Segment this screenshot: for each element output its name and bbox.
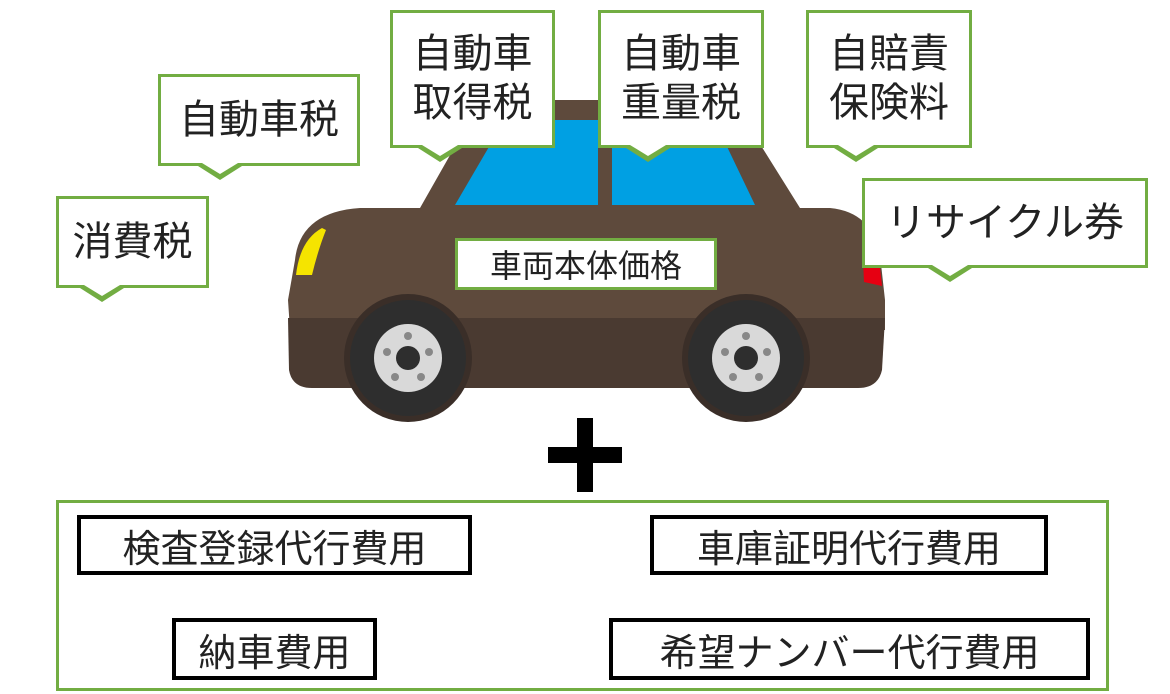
rear-wheel: [344, 294, 472, 422]
callout-tail: [630, 145, 666, 156]
callout-tail: [84, 285, 120, 296]
callout-tail: [838, 145, 874, 156]
front-wheel: [682, 294, 810, 422]
callout-weight-tax: 自動車 重量税: [598, 10, 764, 148]
car-rear-window: [455, 120, 598, 205]
callout-automobile-tax: 自動車税: [158, 74, 360, 166]
fee-desired-number: 希望ナンバー代行費用: [609, 618, 1090, 680]
callout-insurance: 自賠責 保険料: [806, 10, 972, 148]
callout-tail: [202, 163, 238, 174]
headlight: [296, 228, 326, 275]
callout-tail: [422, 145, 458, 156]
plus-icon: [548, 418, 622, 492]
vehicle-price-label: 車両本体価格: [455, 238, 717, 290]
callout-consumption-tax: 消費税: [56, 196, 209, 288]
callout-recycling: リサイクル券: [862, 178, 1148, 268]
fee-delivery: 納車費用: [172, 618, 377, 680]
plus-icon-bar-vertical: [577, 418, 593, 492]
callout-acquisition-tax: 自動車 取得税: [390, 10, 555, 148]
callout-tail: [932, 265, 968, 276]
fee-inspection-registration: 検査登録代行費用: [77, 515, 472, 575]
fee-garage-certificate: 車庫証明代行費用: [650, 515, 1048, 575]
